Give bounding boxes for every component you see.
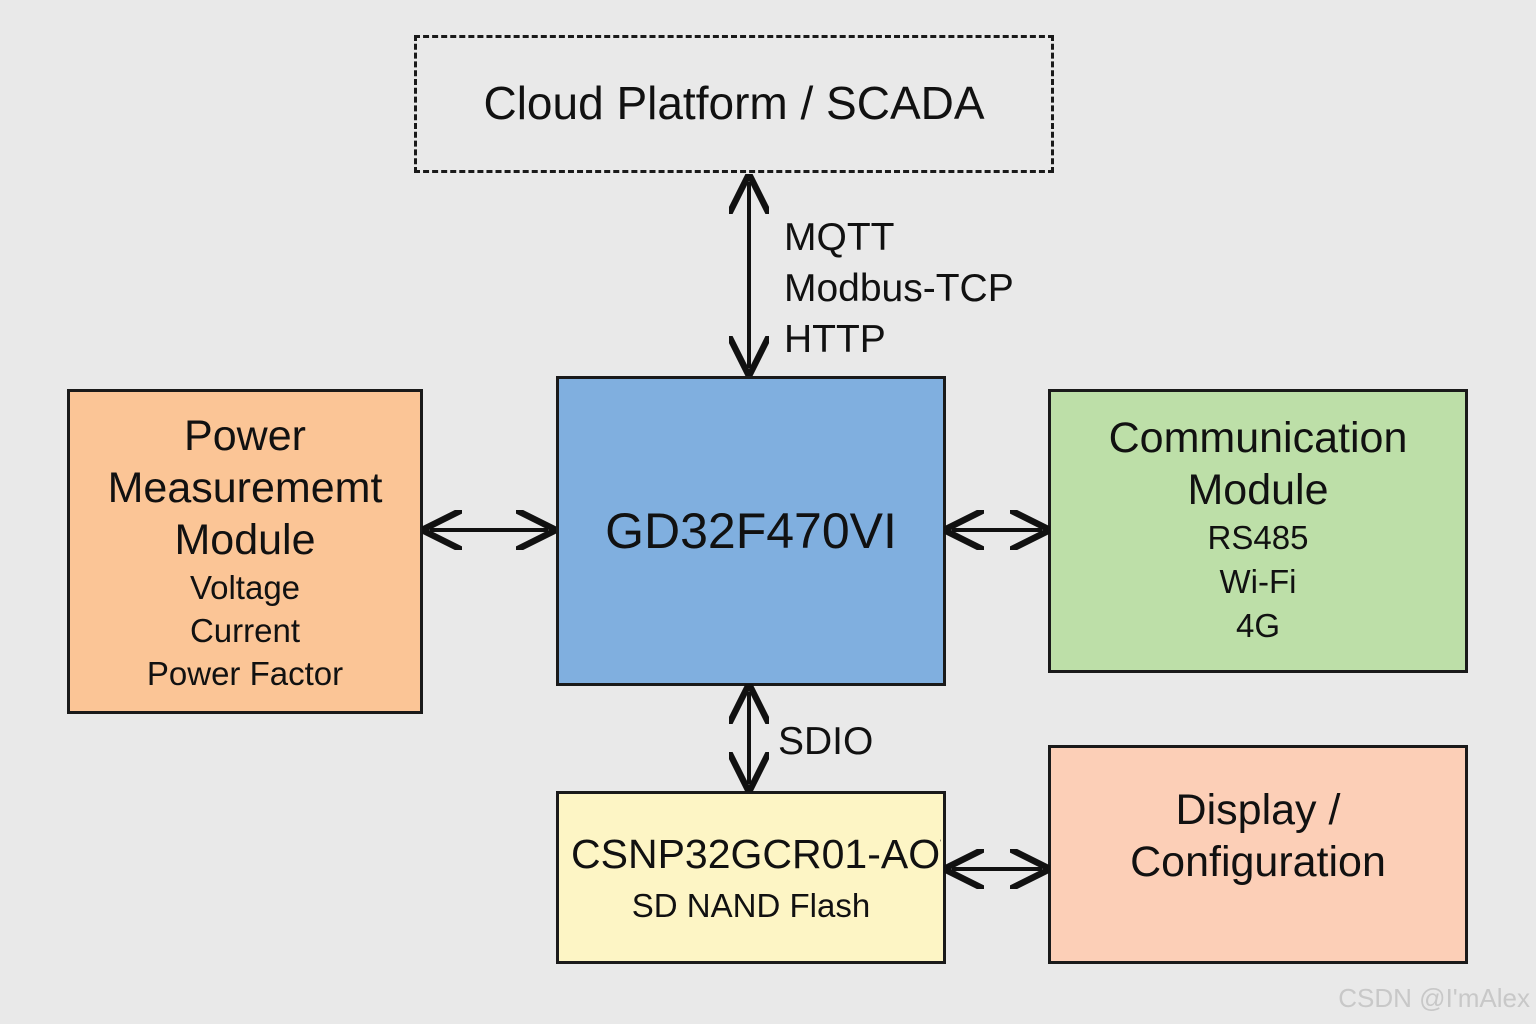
power-item-current: Current [189, 612, 301, 649]
protocol-http: HTTP [784, 318, 886, 361]
flash-part-number: CSNP32GCR01-AOW [571, 831, 941, 877]
sd-nand-flash-box: CSNP32GCR01-AOW SD NAND Flash [556, 791, 946, 964]
power-module-title-line: Power [184, 412, 306, 460]
protocol-list: MQTT Modbus-TCP HTTP [784, 212, 1014, 365]
comm-item-wifi: Wi-Fi [1219, 563, 1297, 600]
power-item-power-factor: Power Factor [146, 655, 344, 692]
sdio-label: SDIO [778, 720, 874, 763]
power-measurement-module-box: Power Measurememt Module Voltage Current… [67, 389, 423, 714]
flash-subtitle: SD NAND Flash [631, 887, 871, 925]
comm-item-rs485: RS485 [1207, 519, 1309, 556]
communication-module-box: Communication Module RS485 Wi-Fi 4G [1048, 389, 1468, 673]
mcu-title: GD32F470VI [605, 503, 897, 559]
power-module-title-line: Module [174, 516, 316, 564]
cloud-platform-title: Cloud Platform / SCADA [483, 77, 985, 130]
protocol-modbus-tcp: Modbus-TCP [784, 267, 1014, 310]
display-title-line: Display / [1175, 786, 1341, 834]
comm-item-4g: 4G [1235, 607, 1281, 644]
display-configuration-box: Display / Configuration [1048, 745, 1468, 964]
comm-module-title-line: Communication [1108, 414, 1408, 462]
protocol-mqtt: MQTT [784, 216, 895, 259]
power-item-voltage: Voltage [189, 569, 301, 606]
power-module-title-line: Measurememt [107, 464, 383, 512]
display-title-line: Configuration [1130, 838, 1386, 886]
comm-module-title-line: Module [1187, 466, 1329, 514]
cloud-platform-box: Cloud Platform / SCADA [414, 35, 1054, 173]
mcu-box: GD32F470VI [556, 376, 946, 686]
watermark: CSDN @I'mAlex [1338, 983, 1530, 1013]
